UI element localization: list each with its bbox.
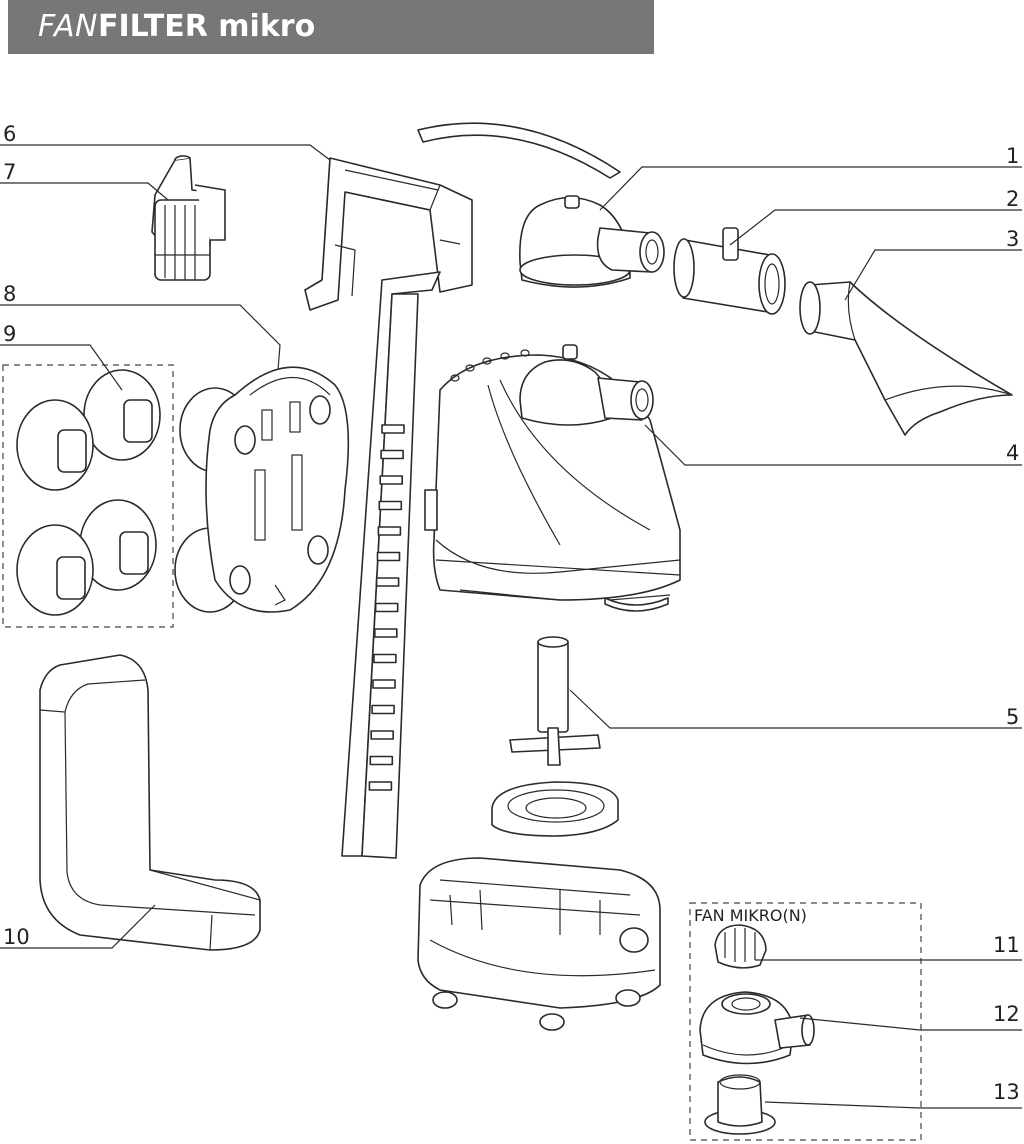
impeller-cover [491, 781, 619, 837]
label-6: 6 [3, 122, 16, 146]
t-connector [673, 227, 786, 315]
stand [39, 654, 261, 951]
label-5: 5 [1006, 705, 1019, 729]
rail-slot [377, 526, 402, 536]
title-fan: FAN [38, 9, 98, 44]
rail-slot [381, 424, 405, 434]
rail-slot [373, 653, 397, 664]
mikro-head [699, 991, 815, 1065]
label-3: 3 [1006, 227, 1019, 251]
ladder-rail [341, 271, 441, 859]
label-1: 1 [1006, 144, 1019, 168]
page-title: FANFILTER mikro [38, 9, 315, 45]
rail-slot [374, 602, 399, 613]
air-tube [417, 122, 621, 179]
label-9: 9 [3, 322, 16, 346]
label-7: 7 [3, 160, 16, 184]
title-filter: FILTER [97, 9, 208, 44]
leader-lines [0, 144, 1022, 1109]
label-10: 10 [3, 925, 30, 949]
filter-housing [417, 857, 661, 1031]
suction-cup-group-box [2, 364, 174, 628]
hanger-bracket [304, 157, 473, 311]
rail-slot [379, 475, 404, 485]
label-4: 4 [1006, 441, 1019, 465]
rail-slot [380, 449, 404, 460]
label-13: 13 [993, 1080, 1020, 1104]
rail-slot [369, 755, 394, 766]
small-cap [714, 924, 767, 969]
rail-slot [378, 500, 403, 511]
back-plate [174, 366, 350, 613]
rail-slot [371, 704, 395, 715]
impeller [509, 636, 601, 766]
label-11: 11 [993, 933, 1020, 957]
label-2: 2 [1006, 187, 1019, 211]
fan-mikro-n-box [689, 902, 922, 1141]
vent-slots [450, 349, 530, 382]
outlet-head [519, 195, 665, 288]
rail-slot [376, 551, 401, 562]
title-mikro: mikro [207, 9, 316, 44]
rail-slot [370, 730, 395, 740]
variant-label: FAN MIKRO(N) [694, 906, 807, 925]
label-8: 8 [3, 282, 16, 306]
title-bar: FANFILTER mikro [8, 0, 654, 54]
rail-slot [373, 628, 398, 638]
base-cone [704, 1074, 776, 1135]
rail-slot [372, 679, 396, 689]
suction-cups [16, 369, 161, 616]
air-valve [151, 155, 226, 281]
rail-slot [368, 781, 393, 791]
motor-body [424, 344, 681, 612]
rail-slot [375, 577, 400, 587]
label-12: 12 [993, 1002, 1020, 1026]
flow-nozzle [799, 281, 1013, 436]
